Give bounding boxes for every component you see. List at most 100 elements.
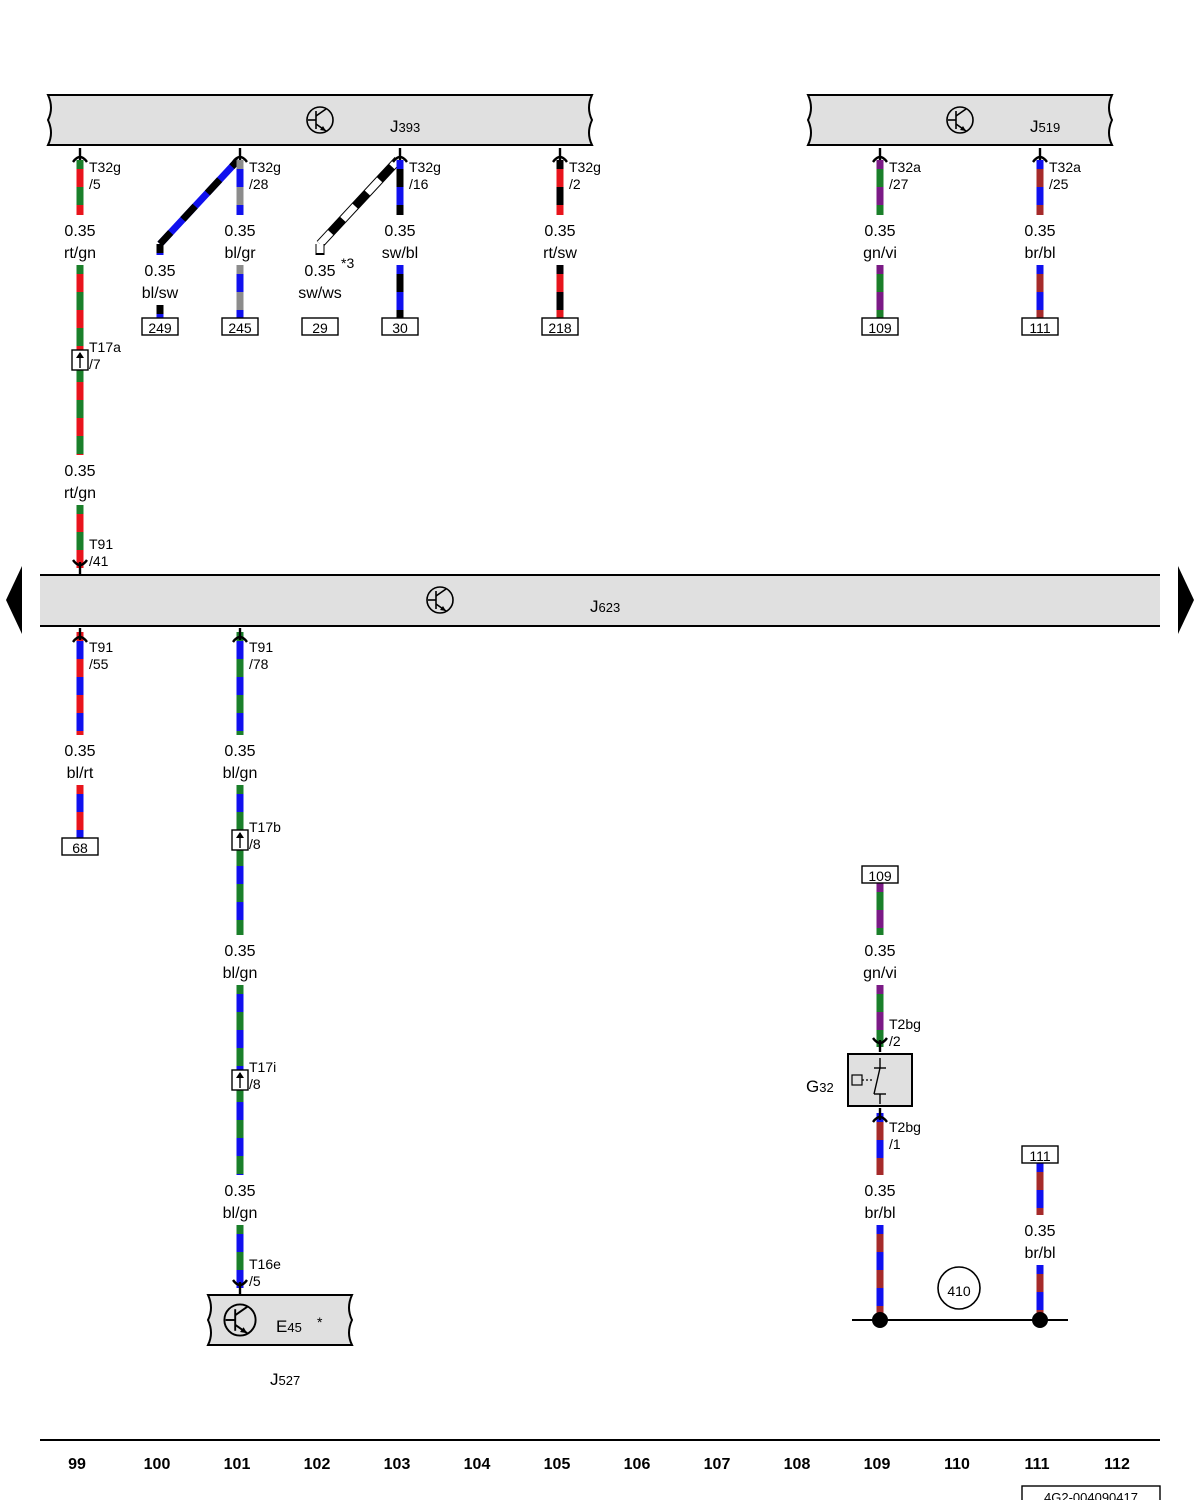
connector-pin-icon	[72, 628, 88, 643]
component-G32[interactable]: G32	[806, 1053, 913, 1107]
pin-number: /27	[889, 176, 909, 192]
connector-pin-icon	[392, 148, 408, 163]
connector-pin-icon	[72, 559, 88, 574]
ref-box[interactable]: 245	[221, 317, 259, 336]
ref-box[interactable]: 218	[541, 317, 579, 336]
connector-name: T32a	[889, 159, 921, 175]
connector-name: T91	[249, 639, 273, 655]
component-label: J393	[390, 117, 420, 136]
svg-text:249: 249	[148, 320, 172, 336]
ref-box[interactable]: 249	[141, 317, 179, 336]
component-J623[interactable]: J623	[40, 574, 1160, 627]
column-number: 107	[704, 1456, 731, 1473]
connector-name: T2bg	[889, 1119, 921, 1135]
wire-color: rt/gn	[64, 485, 96, 502]
connector-name: T2bg	[889, 1016, 921, 1032]
component-J519[interactable]: J519	[806, 94, 1114, 146]
component-label: G32	[806, 1077, 834, 1096]
svg-text:109: 109	[868, 320, 892, 336]
connectors	[71, 148, 1048, 1294]
ground-connection: 410	[852, 1266, 1068, 1328]
svg-text:111: 111	[1029, 1148, 1050, 1164]
ref-box[interactable]: 68	[61, 837, 99, 856]
pin-number: /1	[889, 1136, 901, 1152]
wire-color: br/bl	[1024, 1245, 1055, 1262]
footnote-star: *	[317, 1314, 323, 1330]
connector-name: T91	[89, 536, 113, 552]
pin-number: /41	[89, 553, 109, 569]
pin-number: /8	[249, 836, 261, 852]
connector-name: T17i	[249, 1059, 276, 1075]
ref-box[interactable]: 111	[1021, 1145, 1059, 1164]
ref-box[interactable]: 30	[381, 317, 419, 336]
wire-color: bl/rt	[67, 765, 94, 782]
column-number: 109	[864, 1456, 891, 1473]
pin-number: /28	[249, 176, 269, 192]
transistor-icon	[946, 106, 974, 134]
wire-size: 0.35	[224, 743, 255, 760]
connector-pin-icon	[232, 628, 248, 643]
wire-color: sw/bl	[382, 245, 418, 262]
junction-dot	[872, 1312, 888, 1328]
wire-color: bl/gn	[223, 765, 258, 782]
wire-size: 0.35	[224, 223, 255, 240]
connector-pin-icon	[232, 1279, 248, 1294]
svg-text:218: 218	[548, 320, 572, 336]
pin-number: /78	[249, 656, 269, 672]
pin-number: /5	[89, 176, 101, 192]
pin-labels: T32g /5 T32g /28 T32g /16 T32g /2 T32a /…	[89, 159, 1081, 1289]
ref-box[interactable]: 29	[301, 317, 339, 336]
connector-pin-icon	[552, 148, 568, 163]
wire-size: 0.35	[144, 263, 175, 280]
pin-number: /2	[569, 176, 581, 192]
ref-box[interactable]: 109	[861, 865, 899, 884]
reference-boxes: 249 245 29 30 218 109 111 68 109 111	[61, 317, 1059, 1164]
connector-name: T32g	[89, 159, 121, 175]
connector-name: T32a	[1049, 159, 1081, 175]
connector-pin-icon	[872, 148, 888, 163]
continue-right-arrow-icon[interactable]	[1178, 566, 1194, 634]
column-number: 100	[144, 1456, 171, 1473]
wire-color: bl/gn	[223, 965, 258, 982]
svg-text:4G2-004090417: 4G2-004090417	[1044, 1490, 1138, 1500]
ground-point-marker	[937, 1266, 981, 1310]
connector-pin-icon	[872, 1108, 888, 1123]
column-number: 111	[1025, 1456, 1050, 1473]
svg-text:30: 30	[392, 320, 408, 336]
pin-number: /55	[89, 656, 109, 672]
connector-name: T16e	[249, 1256, 281, 1272]
wire-color: bl/gn	[223, 1205, 258, 1222]
wire-labels: 0.35 rt/gn 0.35 bl/sw 0.35 bl/gr 0.35 sw…	[64, 223, 1056, 1262]
transistor-icon	[306, 106, 334, 134]
inline-connector-icon	[231, 1069, 249, 1091]
transistor-icon	[223, 1303, 257, 1337]
continue-left-arrow-icon[interactable]	[6, 566, 22, 634]
pin-number: /7	[89, 356, 101, 372]
wire-size: 0.35	[304, 263, 335, 280]
connector-name: T32g	[409, 159, 441, 175]
wire-segment[interactable]	[316, 156, 402, 248]
pin-number: /25	[1049, 176, 1069, 192]
switch-icon	[851, 1058, 886, 1104]
column-number: 110	[944, 1456, 970, 1473]
component-E45[interactable]: E45 *	[206, 1294, 354, 1346]
connector-pin-icon	[872, 1037, 888, 1052]
connector-name: T17a	[89, 339, 121, 355]
wire-size: 0.35	[64, 223, 95, 240]
component-label: J623	[590, 597, 620, 616]
ground-point-number: 410	[947, 1283, 971, 1299]
wire-color: gn/vi	[863, 245, 897, 262]
component-J393[interactable]: J393	[46, 94, 594, 146]
wire-color: bl/gr	[224, 245, 256, 262]
ref-box[interactable]: 109	[861, 317, 899, 336]
svg-text:245: 245	[228, 320, 252, 336]
ref-box[interactable]: 111	[1021, 317, 1059, 336]
connector-name: T32g	[569, 159, 601, 175]
pin-number: /16	[409, 176, 429, 192]
wire-size: 0.35	[224, 1183, 255, 1200]
svg-text:111: 111	[1029, 320, 1050, 336]
connector-pin-icon	[72, 148, 88, 163]
wire-segment[interactable]	[157, 157, 241, 247]
